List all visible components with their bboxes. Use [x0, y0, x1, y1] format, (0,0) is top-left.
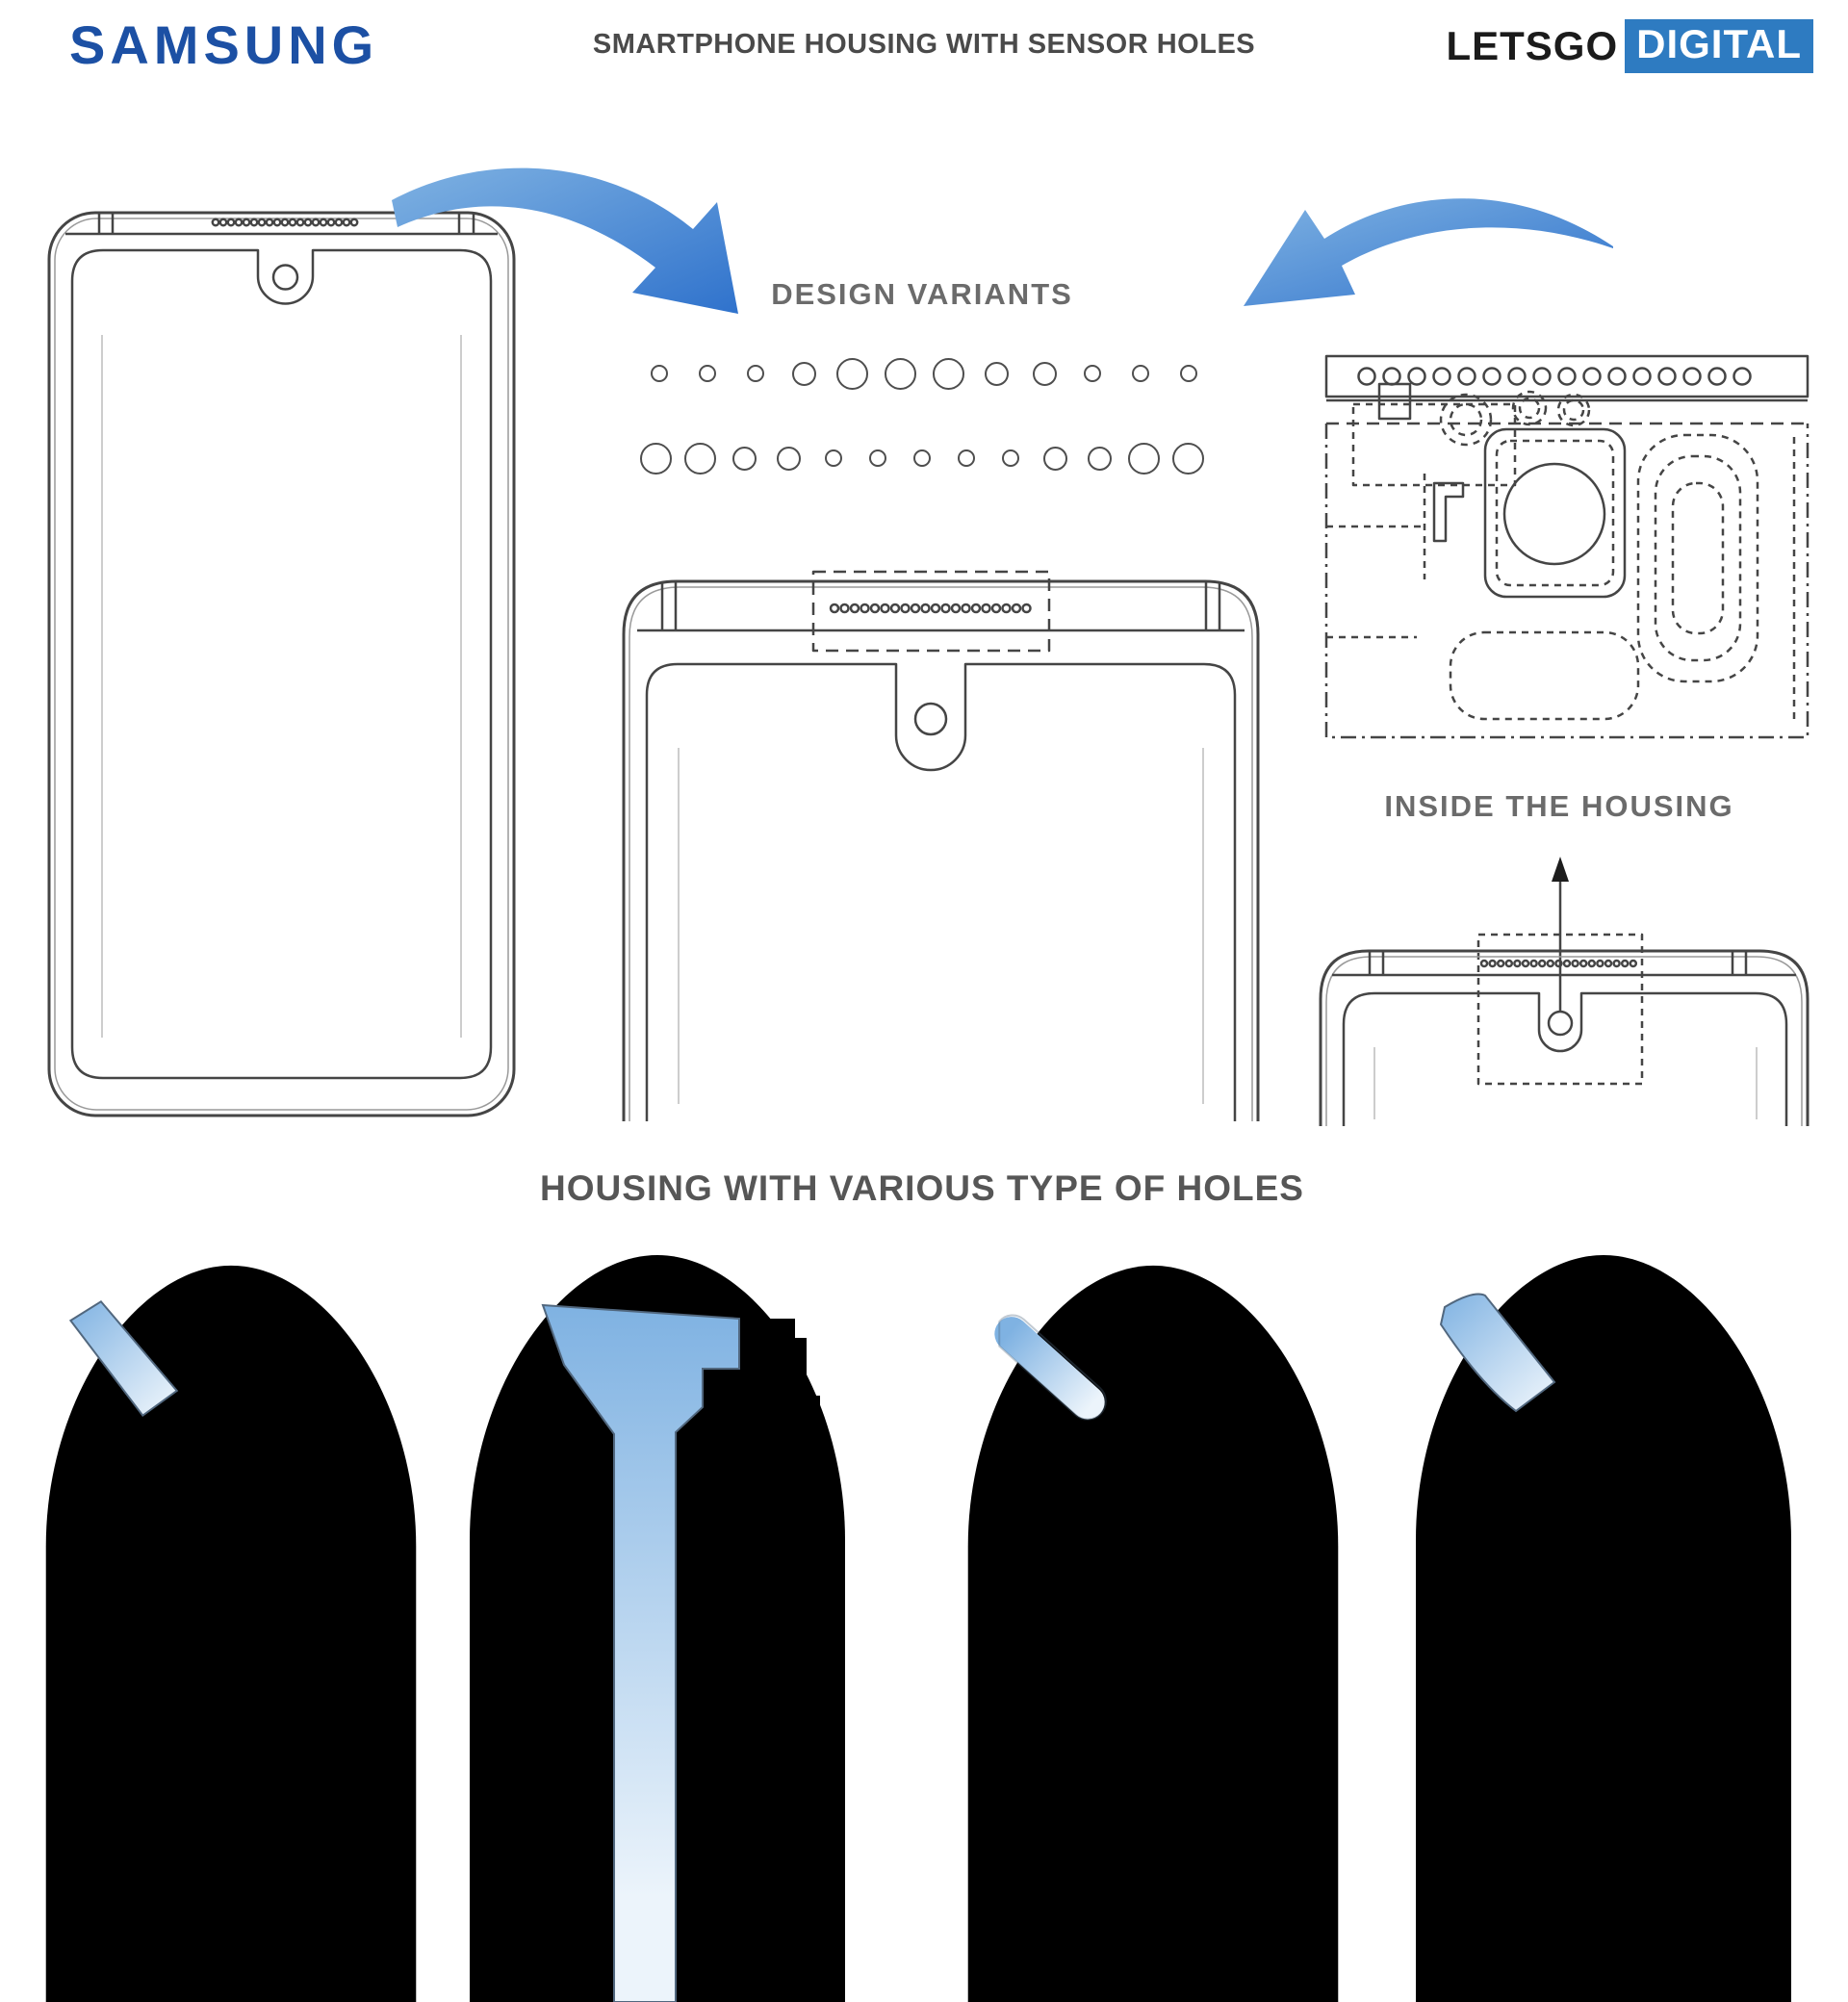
front-camera-hole [913, 702, 948, 736]
design-variant-hole [828, 357, 876, 390]
speaker-holes-left-phone [211, 218, 359, 227]
inside-the-housing-label: INSIDE THE HOUSING [1384, 789, 1734, 823]
design-variant-hole [988, 449, 1033, 467]
housing-cross-section-2 [470, 1255, 845, 2002]
sensor-area-dashed-outline [811, 570, 1051, 653]
letsgodigital-logo-badge: DIGITAL [1625, 19, 1813, 73]
phone-front-variant-figure [622, 570, 1260, 1121]
design-variant-hole [1116, 365, 1165, 382]
design-variant-hole [732, 365, 780, 382]
design-variant-hole [944, 449, 988, 467]
hole-size-row-1 [635, 354, 1213, 393]
phone-sensor-extraction-figure [1319, 857, 1810, 1126]
design-variant-hole [811, 449, 856, 467]
design-variant-hole [856, 449, 900, 467]
front-camera-hole [1547, 1010, 1574, 1037]
samsung-logo: SAMSUNG [69, 14, 379, 75]
sensor-module-dashed-outline [1476, 933, 1644, 1086]
letsgodigital-logo-text: LETSGO [1446, 23, 1619, 68]
design-variant-hole [1078, 446, 1122, 471]
design-variant-hole [876, 357, 924, 390]
up-arrow-icon [1552, 857, 1569, 882]
speaker-holes-small-phone [1479, 959, 1638, 968]
design-variant-hole [678, 442, 722, 475]
design-variant-hole [766, 446, 810, 471]
design-variant-hole [924, 357, 972, 390]
design-variant-hole [972, 361, 1020, 386]
design-variant-hole [1033, 446, 1077, 471]
housing-types-label: HOUSING WITH VARIOUS TYPE OF HOLES [540, 1168, 1304, 1208]
design-variant-hole [1068, 365, 1116, 382]
design-variant-hole [900, 449, 944, 467]
design-variant-hole [635, 365, 683, 382]
housing-top-view-figure [1324, 354, 1810, 739]
phone-front-large-figure [47, 211, 516, 1117]
design-variant-hole [1167, 442, 1211, 475]
design-variant-hole [722, 446, 766, 471]
curved-arrow-left-icon [1244, 198, 1613, 306]
housing-cross-section-1 [45, 1265, 417, 2002]
design-variant-hole [1165, 365, 1213, 382]
speaker-holes-housing [1357, 367, 1752, 386]
design-variant-hole [1122, 442, 1167, 475]
housing-cross-section-4 [1416, 1255, 1791, 2002]
design-variant-hole [683, 365, 732, 382]
front-camera-hole [271, 264, 299, 291]
design-variant-hole [633, 442, 678, 475]
design-variant-hole [1020, 361, 1068, 386]
hole-size-row-2 [633, 439, 1211, 477]
curved-arrow-right-icon [392, 167, 738, 314]
speaker-holes-middle-phone [829, 603, 1032, 614]
housing-cross-section-3 [967, 1265, 1339, 2002]
design-variants-label: DESIGN VARIANTS [771, 277, 1073, 311]
page-title: SMARTPHONE HOUSING WITH SENSOR HOLES [592, 29, 1256, 60]
design-variant-hole [780, 361, 828, 386]
letsgodigital-logo: LETSGO DIGITAL [1446, 19, 1813, 73]
